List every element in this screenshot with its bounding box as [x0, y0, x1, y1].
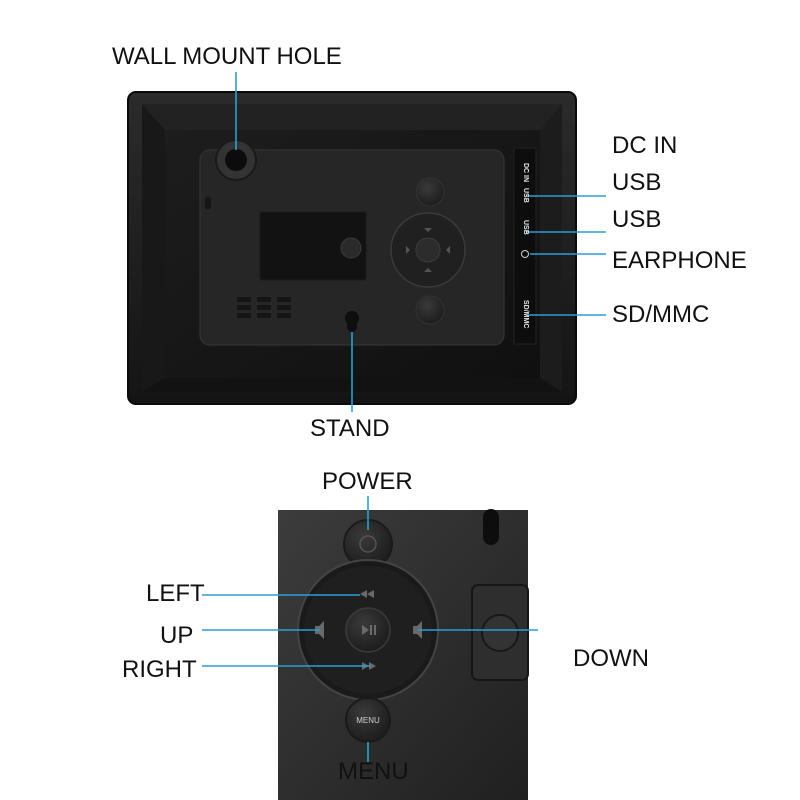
control-closeup: MENU	[278, 509, 529, 800]
label-down: DOWN	[573, 645, 649, 672]
nav-dial-large	[297, 559, 439, 701]
frame-back	[127, 91, 577, 405]
vent-slots	[237, 297, 291, 318]
label-up: UP	[160, 622, 194, 649]
nav-dial-small	[390, 212, 466, 288]
menu-mark: MENU	[356, 716, 380, 725]
label-dc-in: DC IN	[612, 132, 678, 159]
label-left: LEFT	[146, 580, 205, 607]
label-usb-2: USB	[612, 206, 662, 233]
port-mark-usb-2: USB	[522, 220, 529, 235]
label-right: RIGHT	[122, 656, 197, 683]
label-stand: STAND	[310, 415, 390, 442]
keyhole-icon	[483, 509, 499, 545]
stand-mount-icon	[345, 311, 359, 332]
port-mark-sd-mmc: SD/MMC	[522, 300, 529, 329]
port-strip	[513, 147, 537, 345]
power-button-small	[415, 177, 445, 207]
port-mark-usb-1: USB	[522, 188, 529, 203]
label-sd-mmc: SD/MMC	[612, 301, 710, 328]
label-recess	[259, 211, 367, 281]
label-power: POWER	[322, 468, 413, 495]
leader-lines	[202, 72, 606, 762]
earphone-jack-icon	[521, 250, 529, 258]
menu-button-small	[415, 295, 445, 325]
label-usb-1: USB	[612, 169, 662, 196]
label-menu: MENU	[338, 758, 409, 785]
label-earphone: EARPHONE	[612, 247, 747, 274]
label-wall-mount-hole: WALL MOUNT HOLE	[112, 43, 342, 70]
menu-button-large: MENU	[345, 697, 391, 743]
port-mark-dc-in: DC IN	[522, 163, 529, 183]
